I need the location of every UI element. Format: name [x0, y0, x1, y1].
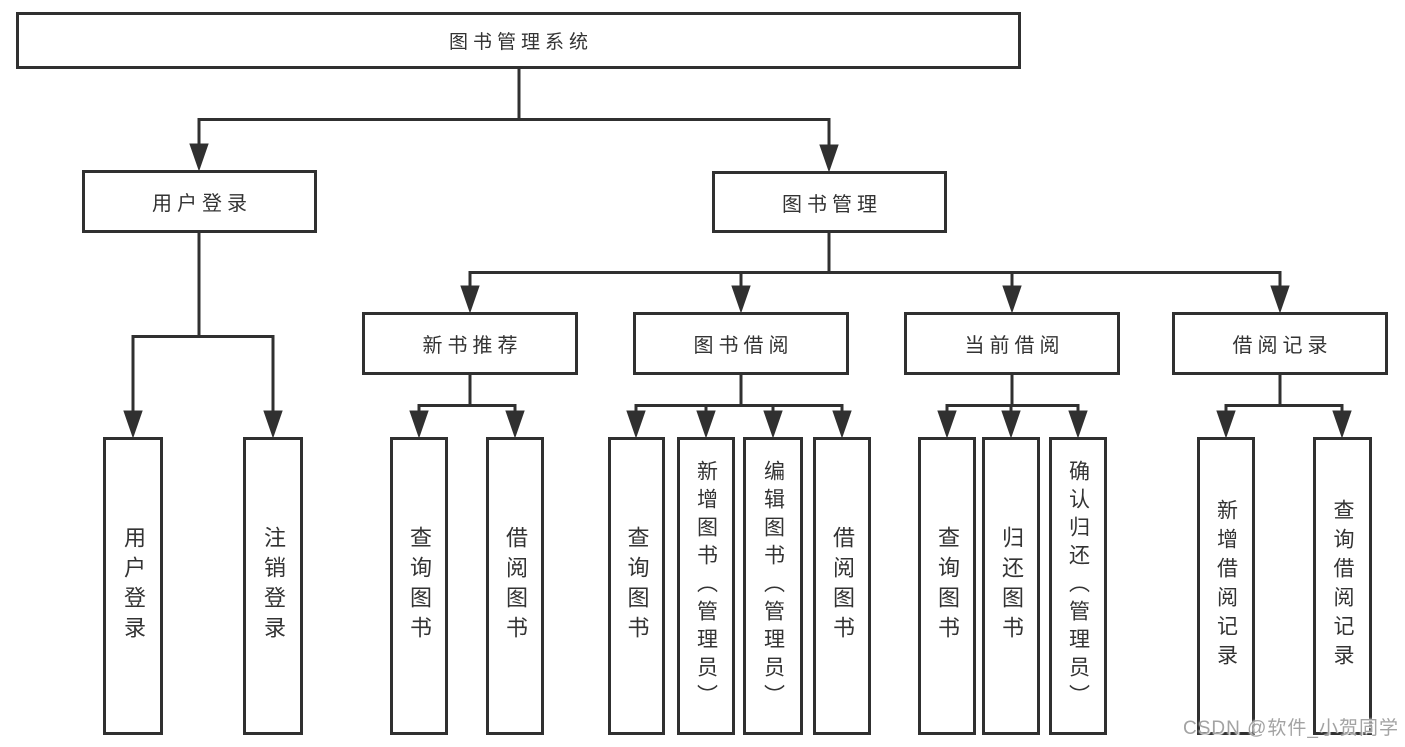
leaf-user-login: 用户登录 [103, 437, 163, 735]
node-current-borrow: 当前借阅 [904, 312, 1120, 375]
connector-borrow-records-to-children [1216, 375, 1352, 439]
leaf-query-book-current: 查询图书 [918, 437, 976, 735]
csdn-watermark: CSDN @软件_小贺同学 [1183, 718, 1399, 739]
leaf-confirm-return-admin: 确认归还（管理员） [1049, 437, 1107, 735]
leaf-return-book: 归还图书 [982, 437, 1040, 735]
connector-root-to-level2 [189, 69, 839, 173]
leaf-query-book-recommend: 查询图书 [390, 437, 448, 735]
leaf-add-book-admin: 新增图书（管理员） [677, 437, 735, 735]
node-borrow-records: 借阅记录 [1172, 312, 1388, 375]
connector-new-book-rec-to-children [409, 375, 525, 439]
node-root-title: 图书管理系统 [16, 12, 1021, 69]
leaf-borrow-book: 借阅图书 [813, 437, 871, 735]
node-book-management: 图书管理 [712, 171, 947, 233]
connector-user-login-to-children [123, 233, 283, 439]
connector-book-borrow-to-children [626, 375, 852, 439]
connector-current-borrow-to-children [937, 375, 1088, 439]
leaf-query-book-borrow: 查询图书 [608, 437, 665, 735]
node-new-book-recommend: 新书推荐 [362, 312, 578, 375]
connector-book-mgmt-to-level3 [460, 233, 1290, 314]
leaf-add-borrow-record: 新增借阅记录 [1197, 437, 1255, 735]
leaf-logout: 注销登录 [243, 437, 303, 735]
node-book-borrow: 图书借阅 [633, 312, 849, 375]
leaf-edit-book-admin: 编辑图书（管理员） [743, 437, 803, 735]
leaf-borrow-book-recommend: 借阅图书 [486, 437, 544, 735]
leaf-query-borrow-record: 查询借阅记录 [1313, 437, 1372, 735]
node-user-login: 用户登录 [82, 170, 317, 233]
